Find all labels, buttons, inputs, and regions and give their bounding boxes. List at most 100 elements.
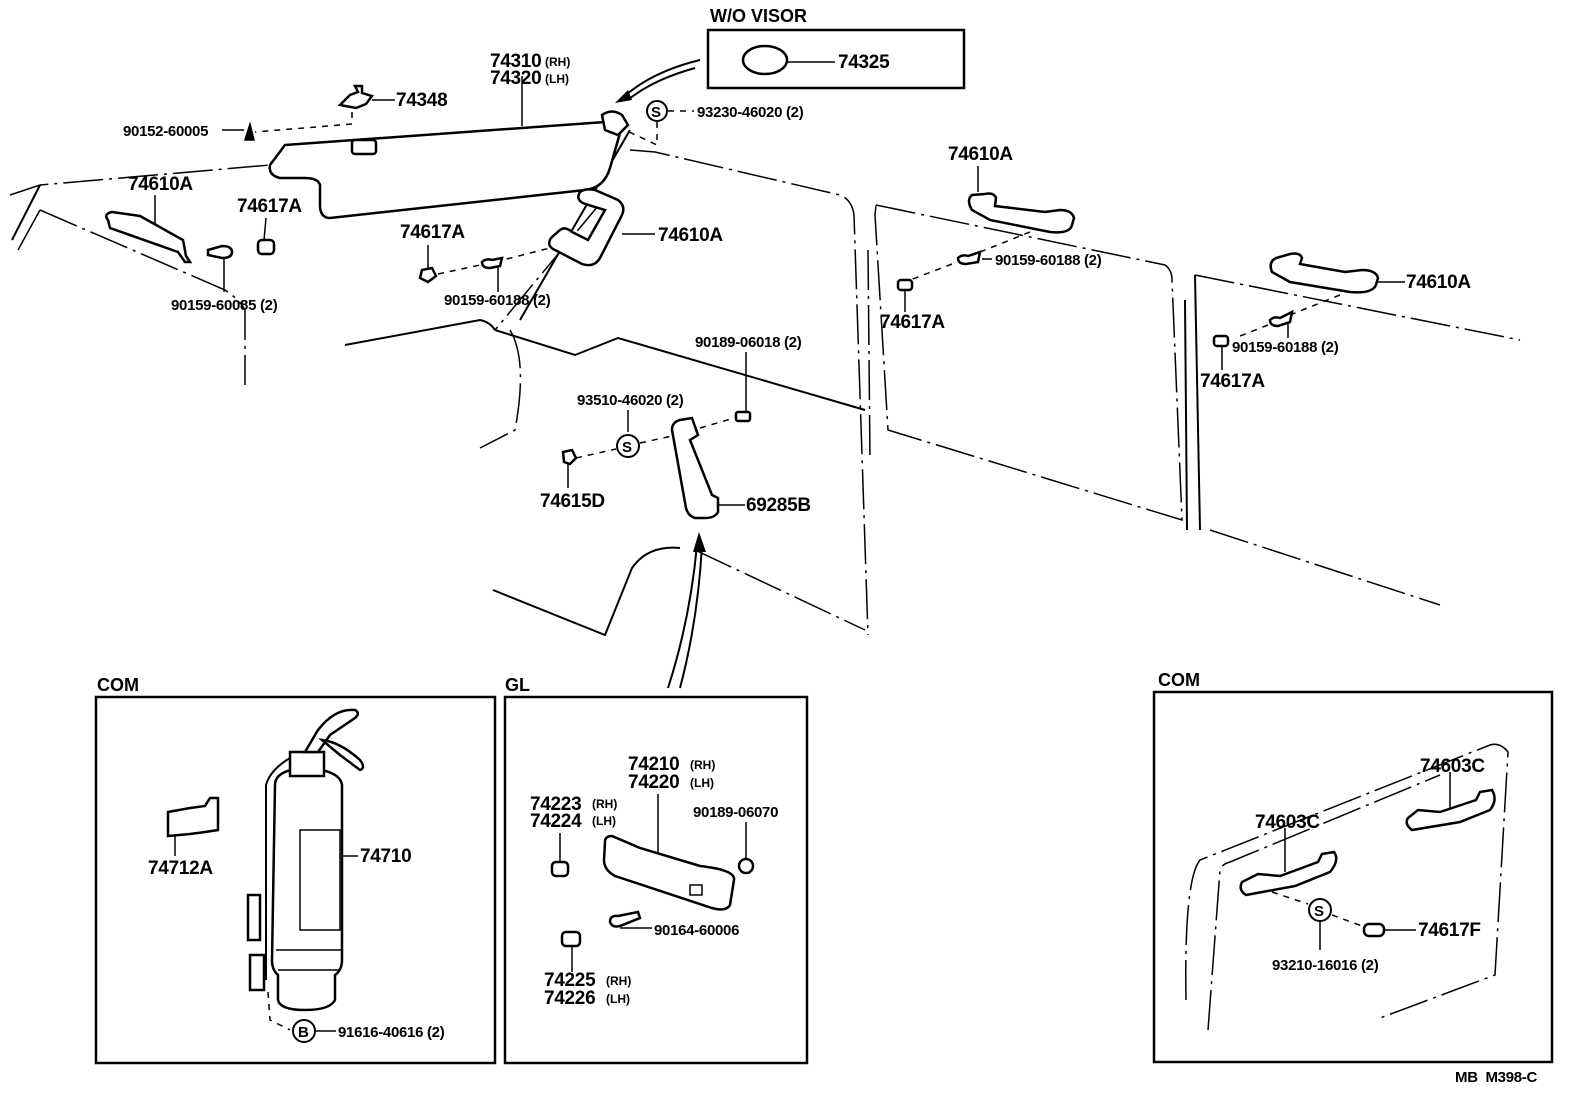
label-74617a-rear[interactable]: 74617A bbox=[1200, 371, 1266, 392]
label-74320[interactable]: 74320 bbox=[490, 68, 542, 89]
label-74210[interactable]: 74210 bbox=[628, 754, 680, 775]
label-74223[interactable]: 74223 bbox=[530, 794, 582, 815]
cap-icon bbox=[550, 860, 570, 878]
assist-grip-icon bbox=[967, 192, 1076, 234]
bolt-symbol-b: B bbox=[298, 1024, 309, 1041]
sun-visor-group: 74310 (RH) 74320 (LH) 74348 90152-60005 … bbox=[123, 51, 804, 220]
label-74225[interactable]: 74225 bbox=[544, 970, 596, 991]
inset-box-com-right bbox=[1152, 690, 1554, 1064]
screw-symbol-s: S bbox=[1314, 903, 1324, 920]
label-74617a-pillar[interactable]: 74617A bbox=[400, 222, 466, 243]
visor-clip-icon bbox=[350, 138, 378, 156]
label-74220[interactable]: 74220 bbox=[628, 772, 680, 793]
label-90159-60188-rear[interactable]: 90159-60188 (2) bbox=[1232, 339, 1339, 356]
holder-screw-icon bbox=[243, 121, 255, 141]
label-69285b[interactable]: 69285B bbox=[746, 495, 811, 516]
inset-com-right: COM 74603C 74603C S 93210-16016 (2) 7461… bbox=[1152, 670, 1554, 1064]
label-74610a-pillar[interactable]: 74610A bbox=[658, 225, 724, 246]
screw-icon bbox=[480, 256, 504, 270]
body-outlines bbox=[9, 129, 1521, 637]
assist-grip-icon bbox=[1405, 788, 1496, 832]
roof-edge-left bbox=[11, 184, 41, 241]
label-74617f[interactable]: 74617F bbox=[1418, 920, 1481, 941]
screw-symbol-s: S bbox=[651, 104, 661, 121]
label-90159-60188-mid[interactable]: 90159-60188 (2) bbox=[995, 252, 1102, 269]
front-door-frame bbox=[629, 149, 869, 636]
inset-com-left: COM 74712A 74710 B 91616-40616 (2) bbox=[94, 675, 497, 1065]
label-74610a-rear[interactable]: 74610A bbox=[1406, 272, 1472, 293]
label-74603c-upper[interactable]: 74603C bbox=[1420, 756, 1486, 777]
pillar-grip-group: 74610A 74617A 90159-60188 (2) bbox=[400, 188, 724, 309]
visor-holder-icon bbox=[337, 84, 375, 110]
inset-box-wo-visor bbox=[706, 28, 966, 90]
label-74615d[interactable]: 74615D bbox=[540, 491, 605, 512]
screw-icon bbox=[206, 244, 234, 260]
extinguisher-lever-icon bbox=[318, 738, 365, 772]
label-90159-60188-pillar[interactable]: 90159-60188 (2) bbox=[444, 292, 551, 309]
mount-clamp-icon bbox=[248, 953, 266, 992]
visor-hole-cover-icon bbox=[741, 44, 789, 76]
door-outline-outer bbox=[1185, 743, 1509, 1019]
label-90189-06070[interactable]: 90189-06070 bbox=[693, 804, 778, 821]
inset-title-wo-visor: W/O VISOR bbox=[710, 6, 807, 26]
front-left-grip-group: 74610A 90159-60085 (2) 74617A bbox=[104, 174, 303, 314]
door-grip-group: 90189-06018 (2) 93510-46020 (2) S 74615D… bbox=[540, 334, 811, 689]
leader-74617a-front-left bbox=[263, 217, 267, 241]
label-93210-16016[interactable]: 93210-16016 (2) bbox=[1272, 957, 1379, 974]
grip-slot-icon bbox=[689, 884, 703, 896]
inset-pointer-arrow bbox=[619, 59, 701, 101]
label-90159-60085[interactable]: 90159-60085 (2) bbox=[171, 297, 278, 314]
bolt-dash bbox=[267, 991, 291, 1031]
label-90164-60006[interactable]: 90164-60006 bbox=[654, 922, 739, 939]
label-93510-46020[interactable]: 93510-46020 (2) bbox=[577, 392, 684, 409]
label-74325[interactable]: 74325 bbox=[838, 52, 890, 73]
label-90189-06018[interactable]: 90189-06018 (2) bbox=[695, 334, 802, 351]
rear-window-top bbox=[1194, 274, 1521, 341]
label-74617a-mid[interactable]: 74617A bbox=[880, 312, 946, 333]
cover-cap-icon bbox=[896, 278, 914, 292]
assist-grip-bracket-icon bbox=[104, 210, 193, 264]
label-74710[interactable]: 74710 bbox=[360, 846, 412, 867]
label-74603c-lower[interactable]: 74603C bbox=[1255, 812, 1321, 833]
pillar-fastener-dash bbox=[437, 247, 551, 275]
label-74617a-front-left[interactable]: 74617A bbox=[237, 196, 303, 217]
tag-74226: (LH) bbox=[606, 992, 630, 1006]
door-outline-inner bbox=[1207, 774, 1441, 1031]
label-74610a-front-left[interactable]: 74610A bbox=[128, 174, 194, 195]
visor-hinge-icon bbox=[600, 110, 630, 137]
inset-title-com-left: COM bbox=[97, 675, 139, 695]
rear-grip-group: 74610A 90159-60188 (2) 74617A bbox=[1200, 252, 1472, 392]
tag-74210: (RH) bbox=[690, 758, 715, 772]
tag-74225: (RH) bbox=[606, 974, 631, 988]
grip-fastener-dash bbox=[1271, 891, 1363, 927]
holder-dash-line bbox=[254, 112, 353, 133]
label-74712a[interactable]: 74712A bbox=[148, 858, 214, 879]
middle-grip-group: 74610A 90159-60188 (2) 74617A bbox=[880, 144, 1102, 333]
label-93230-46020[interactable]: 93230-46020 (2) bbox=[697, 104, 804, 121]
extinguisher-handle-icon bbox=[302, 708, 360, 754]
label-74310[interactable]: 74310 bbox=[490, 51, 542, 72]
cover-cap-icon bbox=[418, 266, 438, 284]
label-74610a-mid[interactable]: 74610A bbox=[948, 144, 1014, 165]
drawing-code: MB M398-C bbox=[1455, 1069, 1537, 1086]
screw-icon bbox=[608, 910, 642, 928]
label-74348[interactable]: 74348 bbox=[396, 90, 448, 111]
inset-title-gl: GL bbox=[505, 675, 530, 695]
nut-icon bbox=[737, 857, 755, 875]
label-74226[interactable]: 74226 bbox=[544, 988, 596, 1009]
inset-box-com-left bbox=[94, 695, 497, 1065]
assist-grip-icon bbox=[1269, 252, 1380, 294]
gl-assist-grip-icon bbox=[602, 834, 736, 911]
arrow-head-icon bbox=[693, 532, 706, 552]
label-74224[interactable]: 74224 bbox=[530, 811, 582, 832]
rear-window-post bbox=[1184, 274, 1201, 531]
roof-inner-left bbox=[17, 209, 41, 251]
label-90152-60005[interactable]: 90152-60005 bbox=[123, 123, 208, 140]
extinguisher-bands bbox=[276, 949, 342, 971]
door-lower-curve bbox=[492, 546, 681, 637]
label-91616-40616[interactable]: 91616-40616 (2) bbox=[338, 1024, 445, 1041]
inset-wo-visor: W/O VISOR 74325 bbox=[615, 6, 966, 103]
rear-fastener-dash bbox=[1234, 294, 1341, 339]
fire-extinguisher-icon bbox=[270, 766, 344, 1012]
